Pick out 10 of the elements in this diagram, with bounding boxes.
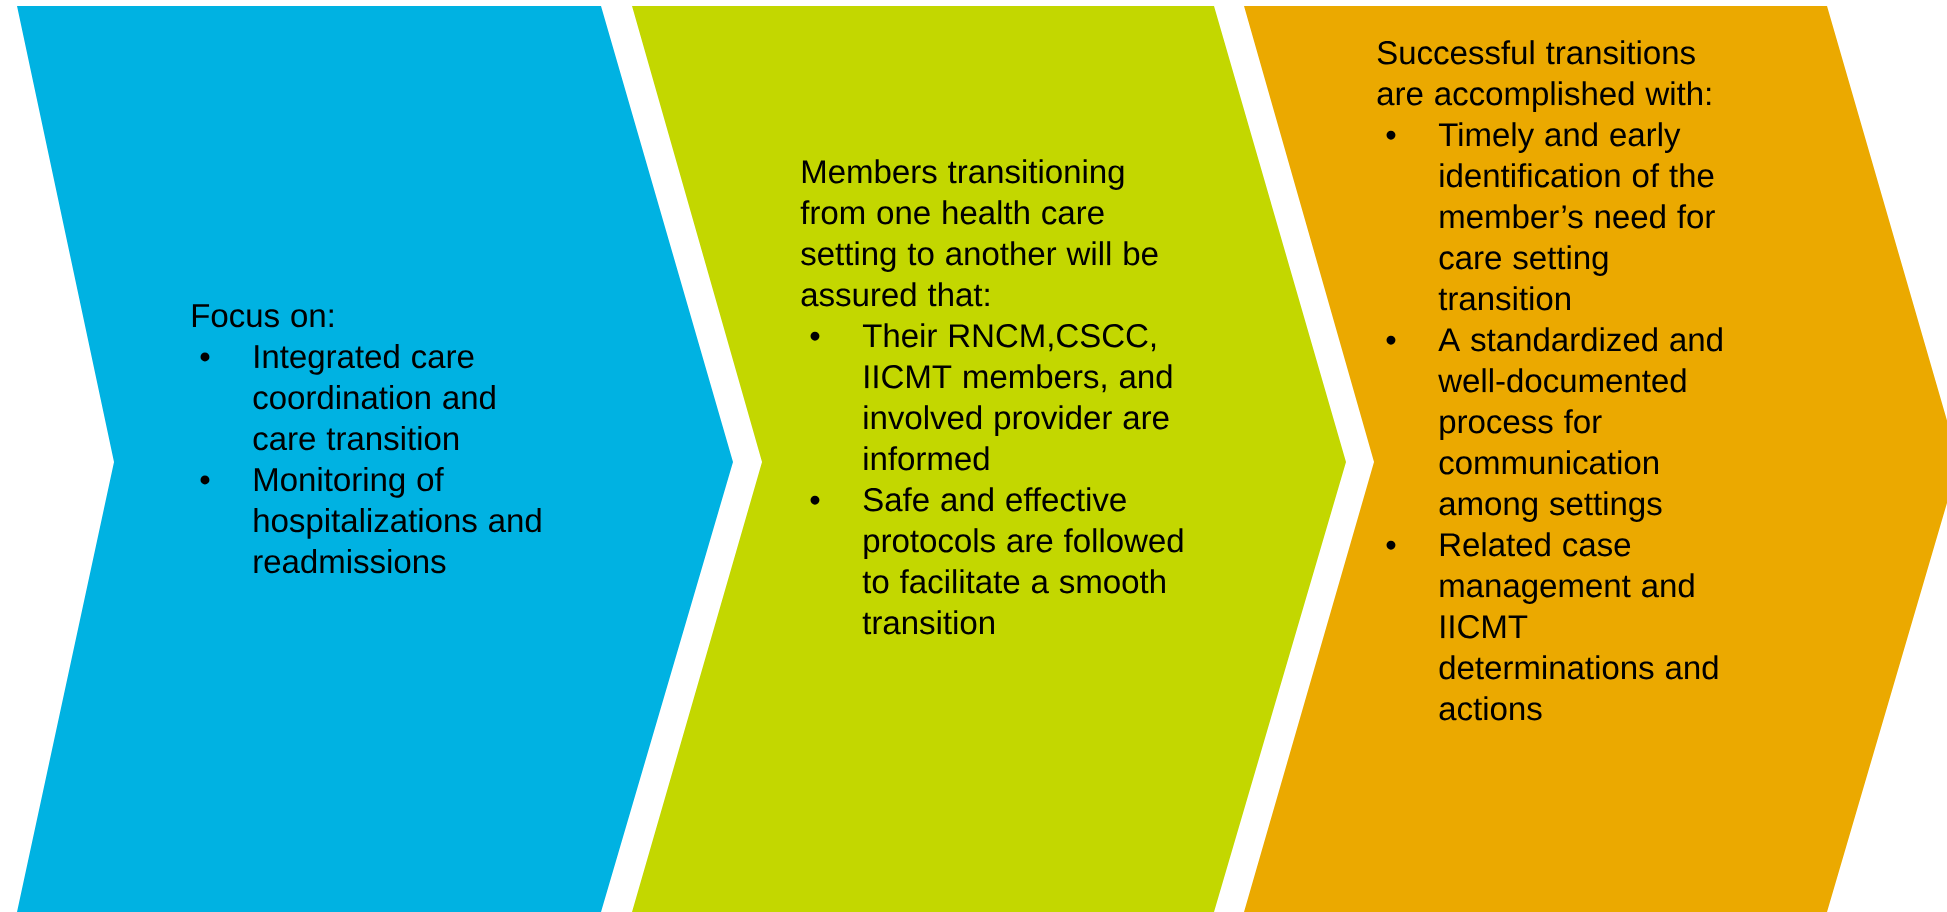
bullet: • bbox=[1386, 335, 1396, 345]
step-panel: Members transitioning from one health care setting to another will be assured that: • Their RNCM,CSCC, IICMT members, and involved provider are informed • Safe and effective protocols are followed to facilitate a smooth transition bbox=[632, 6, 1346, 912]
bullet: • bbox=[1386, 130, 1396, 140]
bullet: • bbox=[1386, 540, 1396, 550]
bullet: • bbox=[810, 331, 820, 341]
step-panel: Successful transitions are accomplished with: • Timely and early identification of the member’s need for care setting transition • A standardized and well-documented process for communication among settings • Related case management and IICMT determinations and actions bbox=[1244, 6, 1947, 912]
bullet: • bbox=[200, 352, 210, 362]
step-panel: Focus on: • Integrated care coordination and care transition • Monitoring of hospitalizations and readmissions bbox=[17, 6, 733, 912]
bullet: • bbox=[810, 495, 820, 505]
bullet: • bbox=[200, 475, 210, 485]
